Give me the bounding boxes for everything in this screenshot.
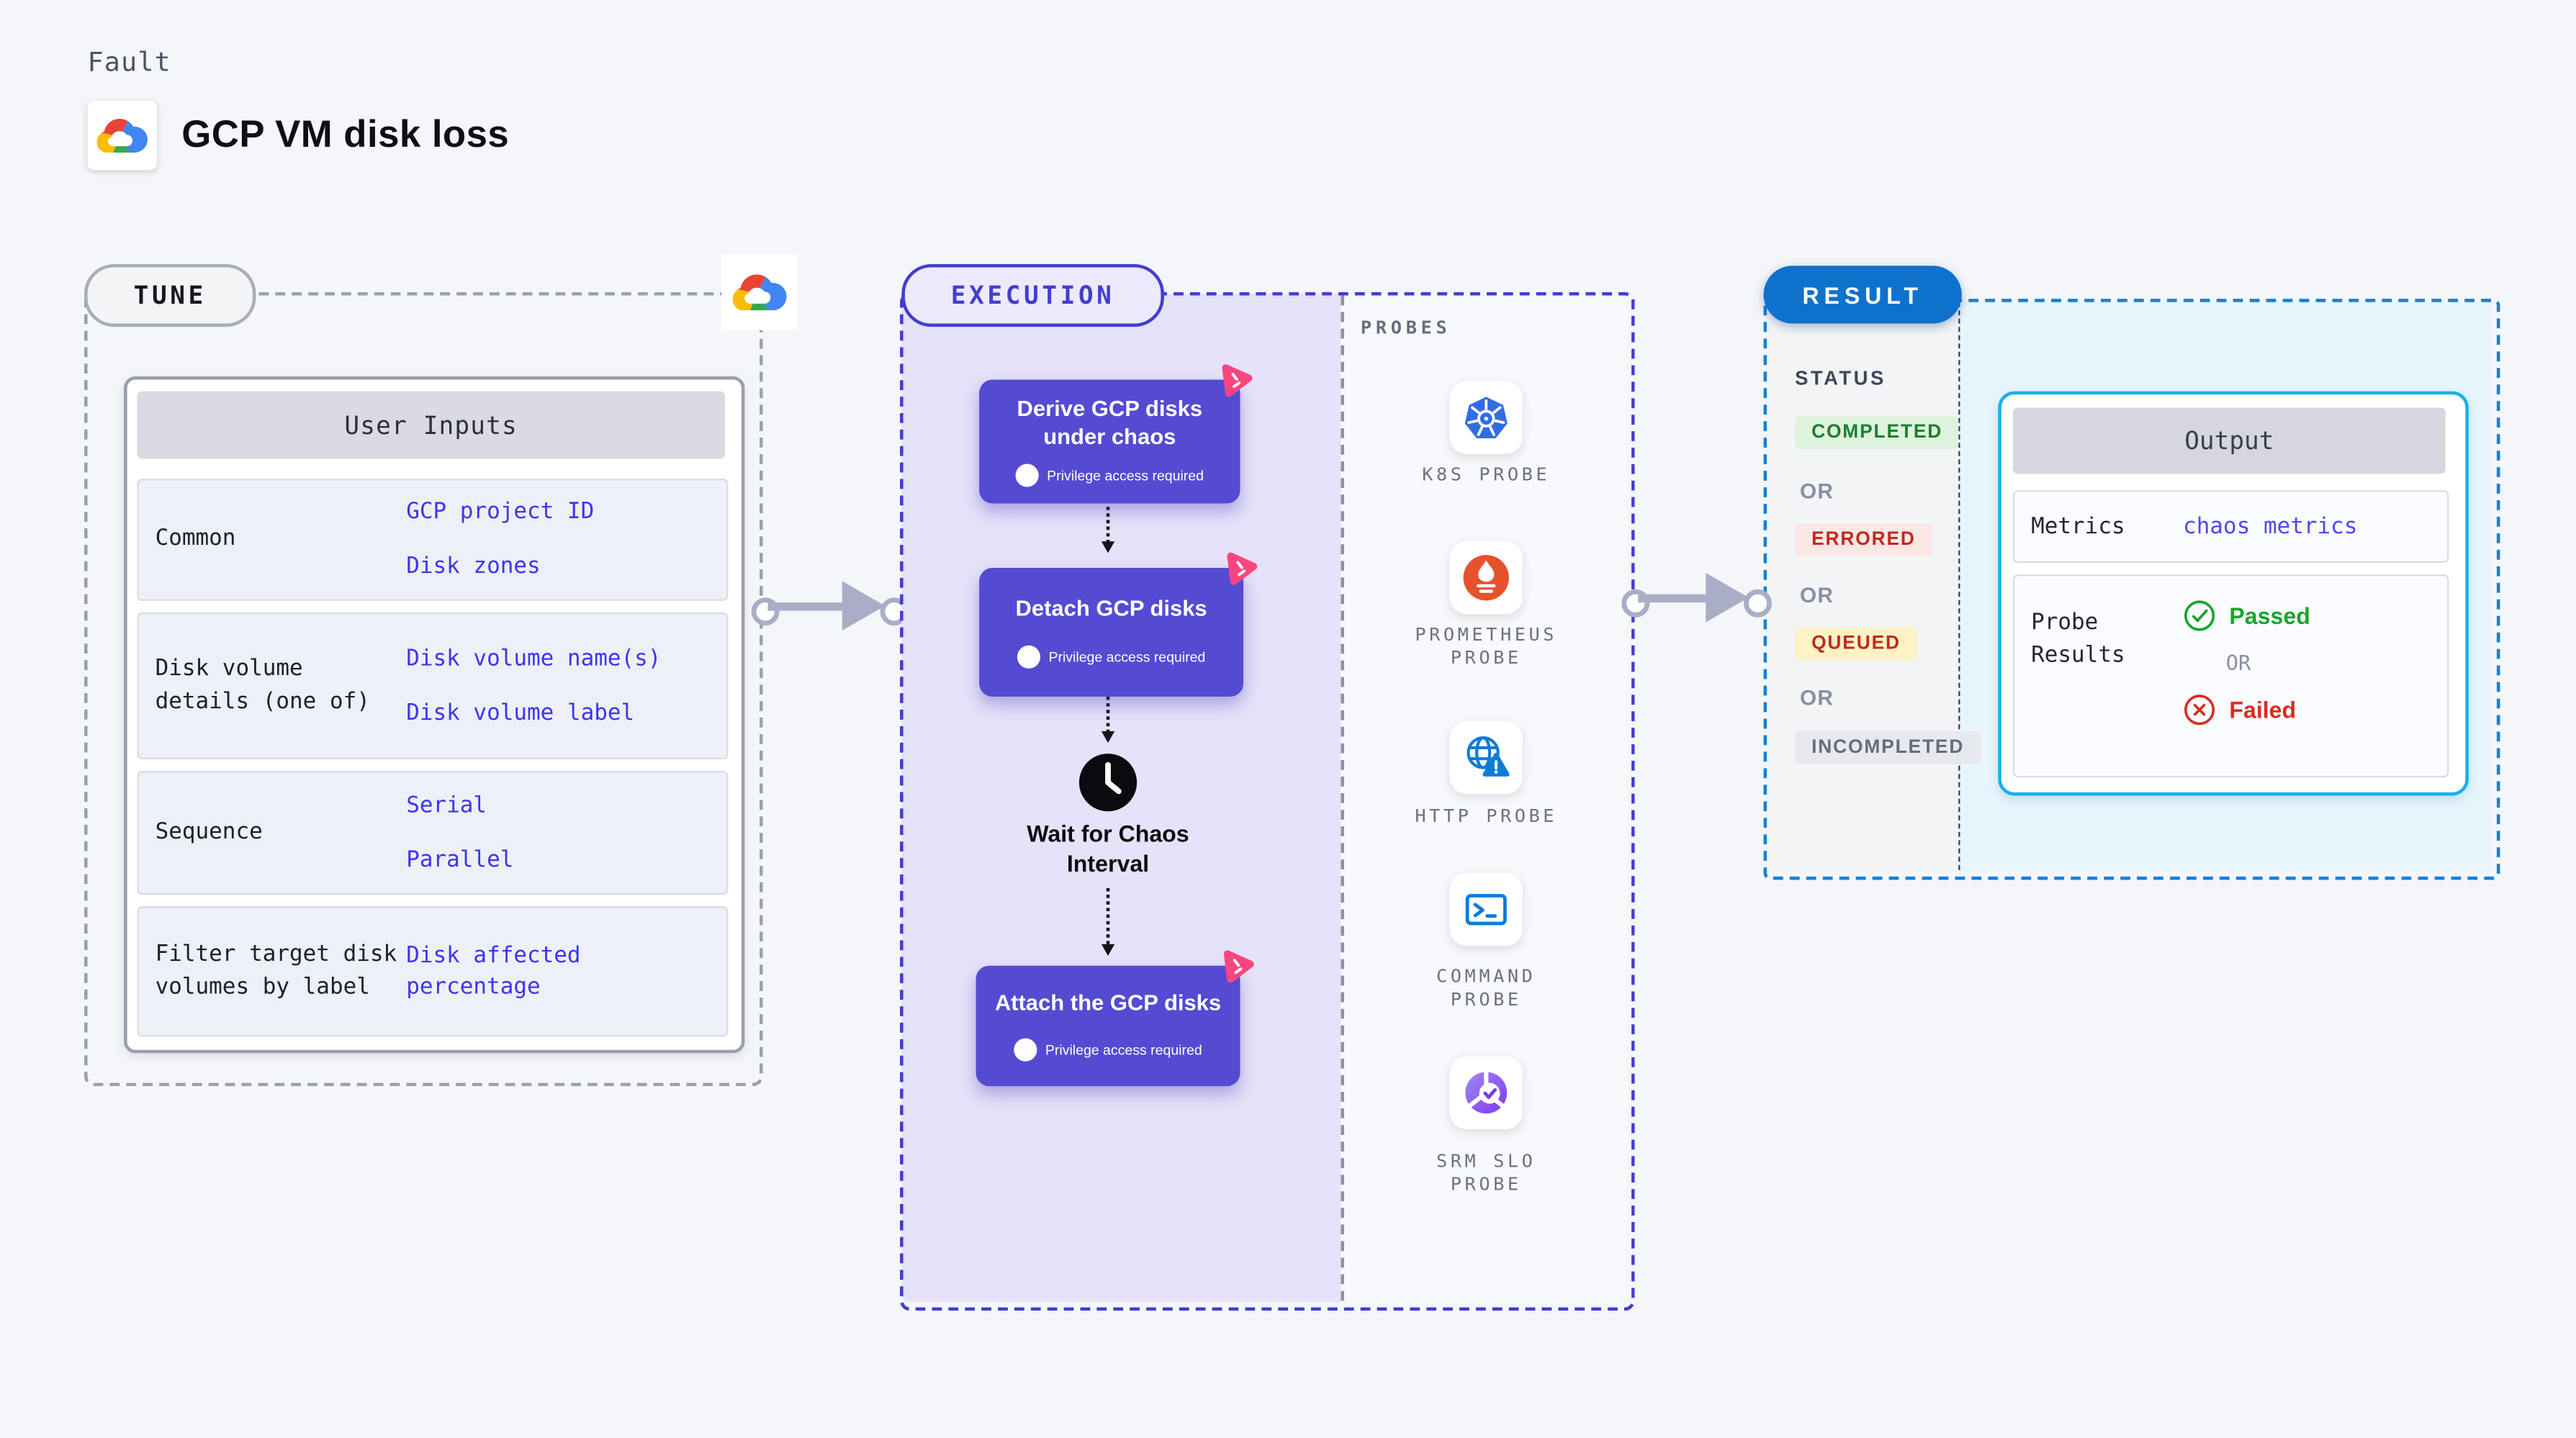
step-derive-gcp-disks: Derive GCP disks under chaos Privilege a… [979, 379, 1240, 504]
connector-dot [1621, 589, 1650, 618]
step-attach-gcp-disks: Attach the GCP disks Privilege access re… [976, 965, 1240, 1087]
or-separator: OR [1800, 684, 1834, 710]
row-label: Disk volume details (one of) [155, 655, 370, 714]
status-heading: STATUS [1795, 366, 1886, 390]
or-separator: OR [1800, 582, 1834, 608]
row-value: Parallel [406, 846, 514, 873]
result-section-box [1763, 299, 2500, 880]
row-value: Serial [406, 792, 487, 818]
lock-icon [1017, 645, 1040, 669]
probe-card-srm-slo [1449, 1056, 1523, 1129]
passed-label: Passed [2229, 602, 2310, 629]
probe-results-row: Probe Results Passed OR Failed [2012, 574, 2449, 778]
chaos-icon [1222, 550, 1261, 589]
flow-arrow [1101, 887, 1115, 956]
probe-card-k8s [1449, 381, 1523, 454]
probe-label: PROMETHEUS PROBE [1415, 623, 1558, 669]
tune-badge: TUNE [84, 263, 256, 327]
result-divider-line [1958, 302, 1960, 870]
user-inputs-header: User Inputs [137, 391, 725, 459]
row-label: Sequence [155, 818, 263, 845]
table-row: Common GCP project ID Disk zones [137, 479, 729, 601]
slo-donut-icon [1462, 1068, 1511, 1118]
status-badge-queued: QUEUED [1795, 627, 1917, 661]
result-badge: RESULT [1763, 266, 1962, 324]
probes-area-fill [1341, 294, 1627, 1303]
flow-arrow [1101, 495, 1115, 553]
status-badge-completed: COMPLETED [1795, 415, 1960, 449]
probe-card-command [1449, 873, 1523, 946]
step-title: Derive GCP disks under chaos [1017, 397, 1203, 450]
step-title: Detach GCP disks [1015, 596, 1207, 621]
step-detach-gcp-disks: Detach GCP disks Privilege access requir… [979, 567, 1244, 697]
status-column-fill [1765, 300, 1959, 872]
output-header: Output [2012, 407, 2446, 474]
http-globe-icon [1462, 733, 1511, 782]
gcp-cloud-icon [96, 114, 148, 155]
row-value: Disk affected percentage [406, 941, 581, 1000]
gcp-logo-card [87, 100, 157, 171]
check-circle-icon [2184, 600, 2215, 631]
table-row: Sequence Serial Parallel [137, 771, 729, 895]
privilege-note: Privilege access required [1048, 648, 1206, 666]
row-value: GCP project ID [406, 498, 595, 525]
row-label: Common [155, 525, 236, 552]
probe-label: COMMAND PROBE [1436, 965, 1536, 1011]
or-separator: OR [1800, 479, 1834, 504]
row-value: Disk volume name(s) [406, 644, 662, 671]
probe-label: SRM SLO PROBE [1436, 1150, 1536, 1196]
arrow-head [1706, 572, 1749, 623]
connector-dot [1744, 589, 1773, 618]
arrow-shaft [1638, 594, 1711, 603]
probe-label: HTTP PROBE [1415, 805, 1558, 828]
status-badge-errored: ERRORED [1795, 523, 1932, 556]
metrics-row: Metrics chaos metrics [2012, 490, 2449, 564]
probe-label: K8S PROBE [1422, 463, 1551, 486]
gcp-corner-logo [721, 254, 798, 330]
lock-icon [1014, 1037, 1037, 1061]
chaos-icon [1217, 361, 1256, 401]
chaos-icon [1219, 948, 1258, 987]
fault-label: Fault [87, 46, 171, 78]
execution-badge: EXECUTION [901, 263, 1164, 327]
x-circle-icon [2184, 695, 2215, 725]
failed-label: Failed [2229, 696, 2297, 723]
metrics-label: Metrics [2031, 513, 2125, 540]
execution-section-box [900, 291, 1635, 1311]
probes-label: PROBES [1360, 317, 1451, 339]
probes-divider-line [1341, 295, 1344, 1301]
row-value: Disk volume label [406, 699, 635, 726]
flow-arrow [1101, 692, 1115, 743]
table-row: Disk volume details (one of) Disk volume… [137, 612, 729, 760]
probe-card-http [1449, 721, 1523, 795]
privilege-note: Privilege access required [1047, 466, 1204, 484]
step-title: Attach the GCP disks [994, 991, 1222, 1016]
status-badge-incompleted: INCOMPLETED [1795, 731, 1981, 764]
table-row: Filter target disk volumes by label Disk… [137, 906, 729, 1037]
page-title: GCP VM disk loss [181, 112, 510, 155]
gcp-cloud-icon [731, 270, 788, 315]
lock-icon [1015, 463, 1039, 487]
probe-results-label: Probe Results [2031, 609, 2125, 669]
or-separator: OR [2225, 650, 2251, 676]
metrics-value: chaos metrics [2183, 513, 2358, 541]
wait-step-title: Wait for Chaos Interval [1027, 820, 1189, 876]
probe-card-prometheus [1449, 541, 1523, 615]
arrow-head [842, 581, 886, 631]
terminal-icon [1462, 885, 1511, 934]
connector-dot [751, 597, 780, 626]
clock-icon [1076, 751, 1139, 814]
tune-section-box [84, 291, 763, 1087]
privilege-note: Privilege access required [1045, 1041, 1202, 1058]
row-value: Disk zones [406, 553, 541, 580]
arrow-shaft [767, 602, 847, 611]
row-label: Filter target disk volumes by label [155, 941, 397, 1000]
kubernetes-icon [1463, 395, 1509, 440]
prometheus-icon [1463, 555, 1509, 601]
